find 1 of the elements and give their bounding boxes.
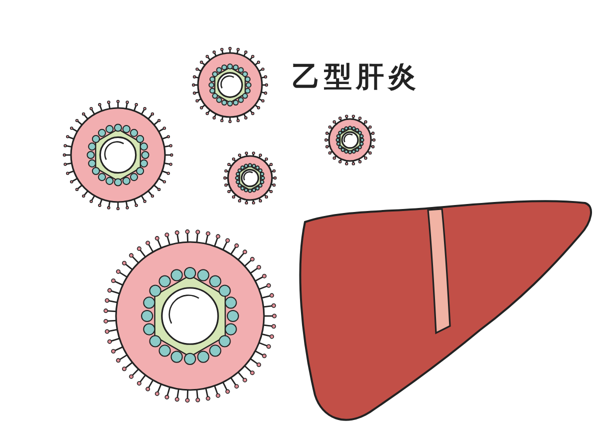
title: 乙型肝炎 <box>292 59 420 95</box>
